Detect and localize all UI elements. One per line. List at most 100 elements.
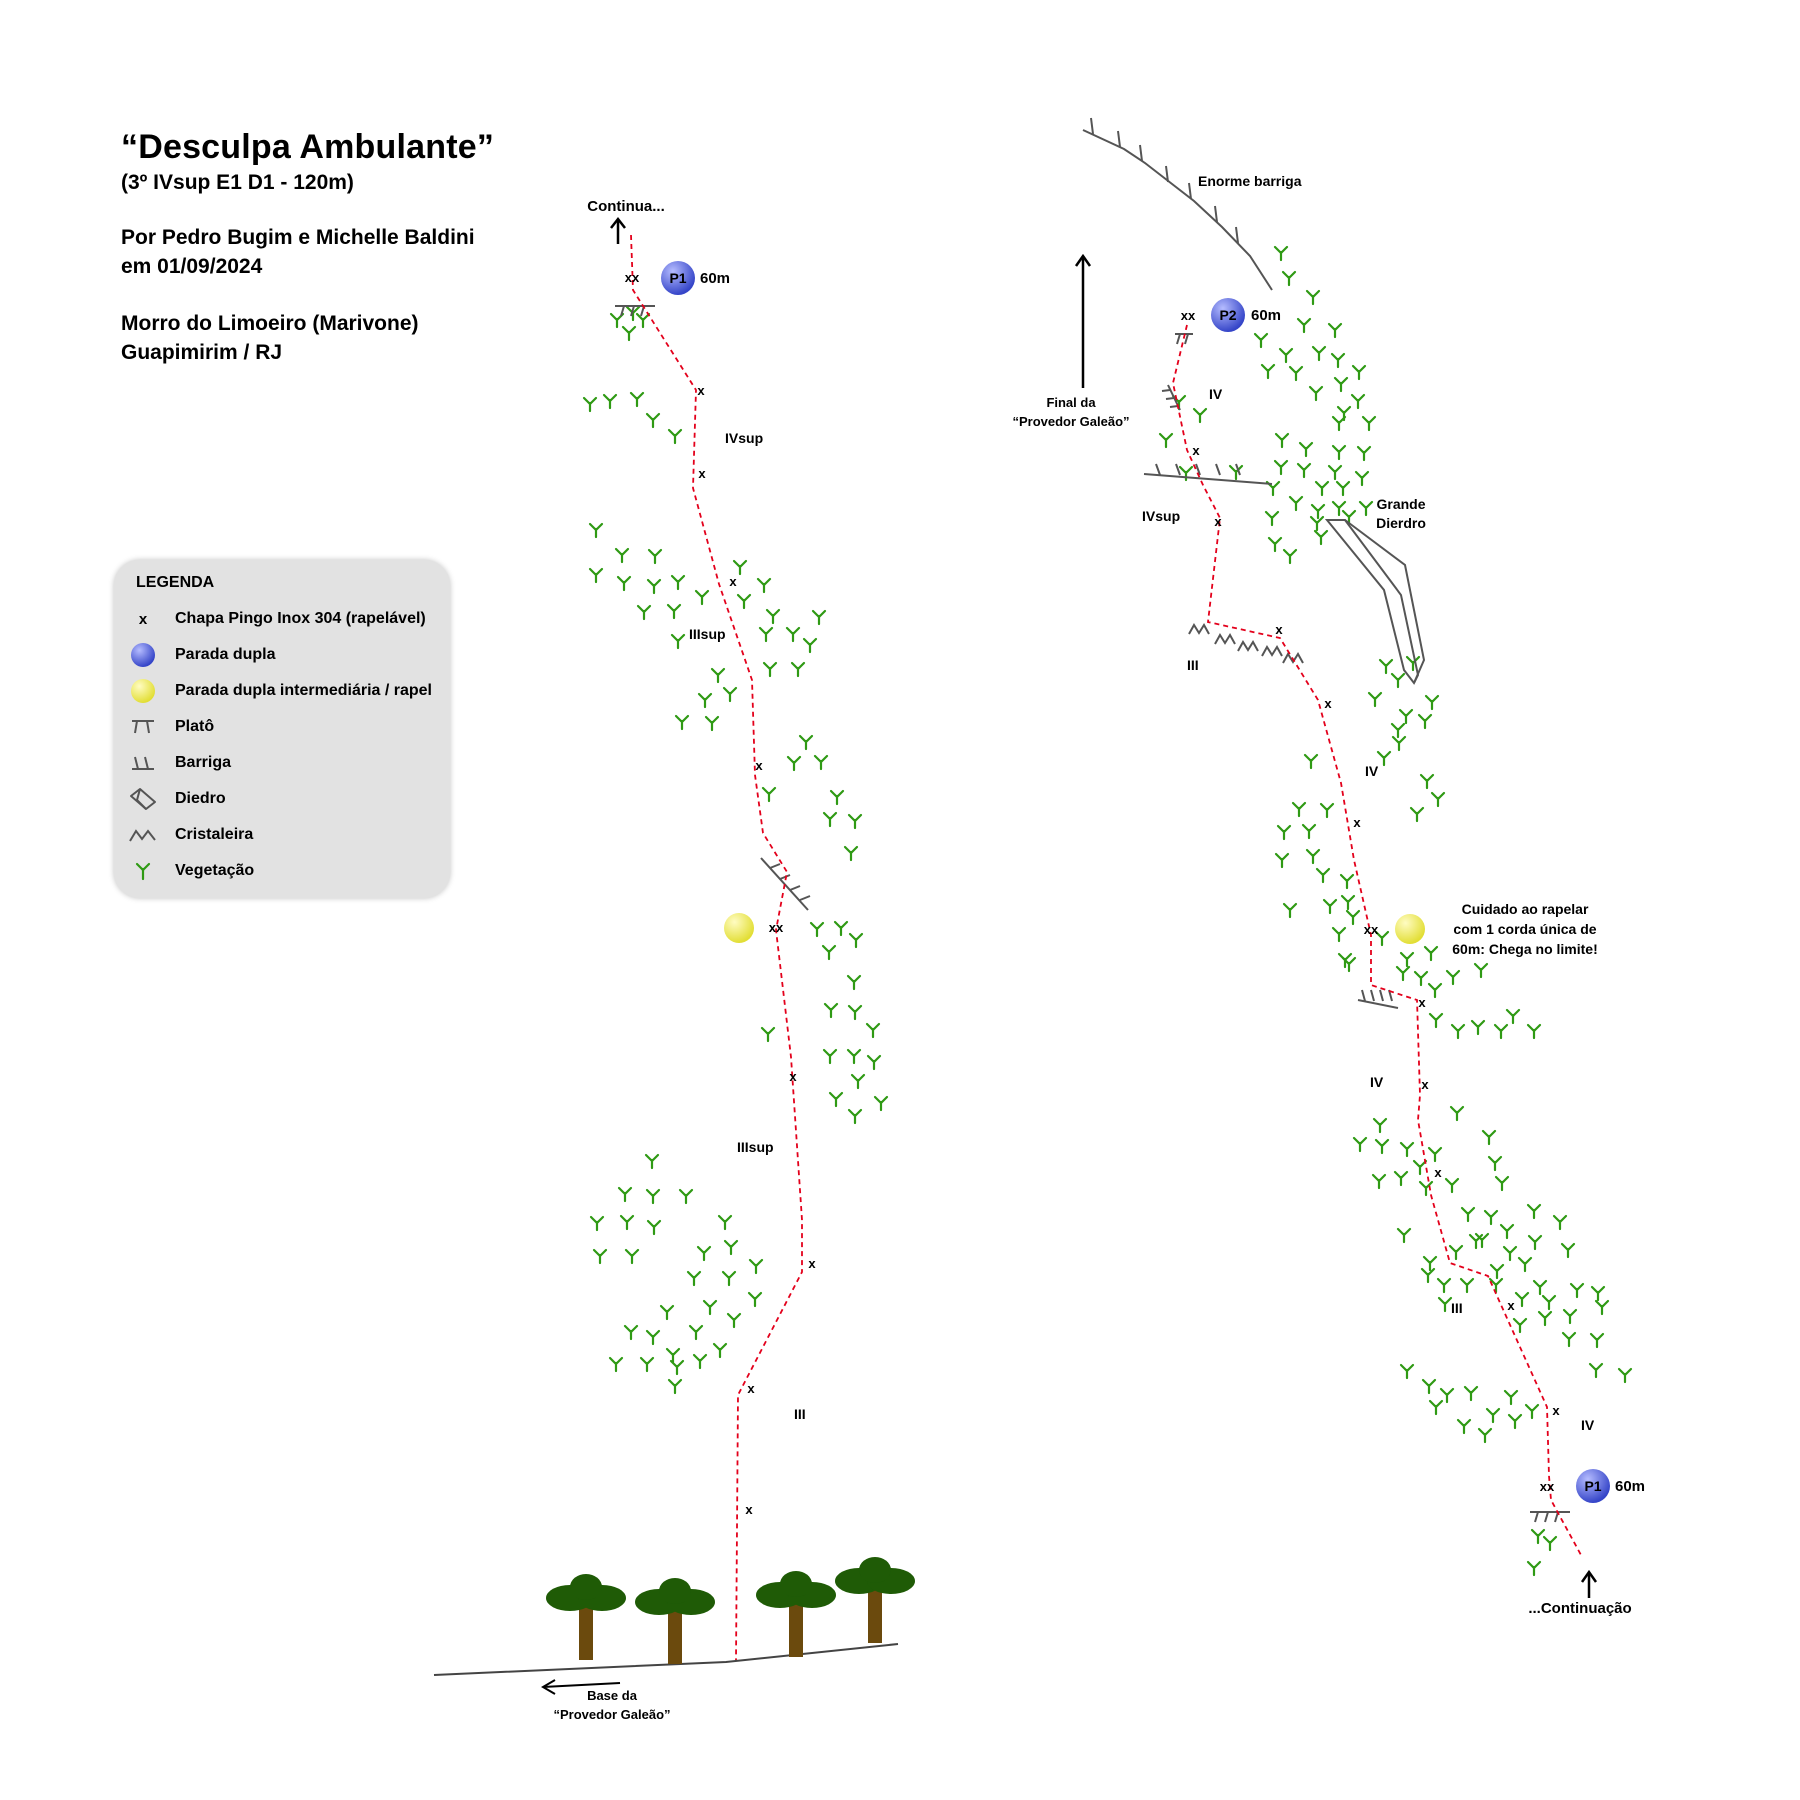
bolt-mark: x	[789, 1069, 797, 1084]
up-arrow-icon	[610, 216, 626, 244]
vegetation-icon	[1296, 317, 1312, 334]
vegetation-icon	[1399, 1141, 1415, 1158]
p1-length-right: 60m	[1615, 1478, 1645, 1495]
vegetation-icon	[1282, 548, 1298, 565]
vegetation-icon	[1463, 1385, 1479, 1402]
vegetation-icon	[623, 1324, 639, 1341]
diedro-icon	[126, 784, 160, 814]
vegetation-icon	[646, 1219, 662, 1236]
vegetation-icon	[811, 609, 827, 626]
belay-station-p1-right: P1	[1576, 1469, 1610, 1503]
bolt-mark: x	[1353, 815, 1361, 830]
diedro-label-line2: Dierdro	[1376, 515, 1426, 531]
vegetation-icon	[1288, 495, 1304, 512]
vegetation-icon	[1418, 1180, 1434, 1197]
vegetation-icon	[732, 559, 748, 576]
vegetation-icon	[747, 1291, 763, 1308]
up-arrow-icon	[1580, 1569, 1598, 1598]
vegetation-icon	[1594, 1299, 1610, 1316]
vegetation-icon	[646, 578, 662, 595]
blue-ball-icon	[126, 640, 160, 670]
vegetation-icon	[1428, 1012, 1444, 1029]
vegetation-icon	[588, 567, 604, 584]
vegetation-icon	[1282, 902, 1298, 919]
vegetation-icon	[1483, 1209, 1499, 1226]
yellow-ball-icon	[126, 676, 160, 706]
barriga-icon	[126, 748, 160, 778]
vegetation-icon	[1281, 270, 1297, 287]
vegetation-icon	[1330, 352, 1346, 369]
vegetation-icon	[697, 692, 713, 709]
vegetation-icon	[1439, 1387, 1455, 1404]
vegetation-icon	[736, 593, 752, 610]
vegetation-icon	[602, 393, 618, 410]
vegetation-icon	[1428, 1399, 1444, 1416]
route-authors: Por Pedro Bugim e Michelle Baldini	[121, 226, 475, 249]
grade-label: IIIsup	[737, 1139, 774, 1155]
vegetation-icon	[1430, 791, 1446, 808]
base-label-line2: “Provedor Galeão”	[553, 1707, 670, 1722]
vegetation-icon	[1493, 1023, 1509, 1040]
vegetation-icon	[726, 1312, 742, 1329]
bolt-mark: x	[1324, 696, 1332, 711]
vegetation-icon	[616, 575, 632, 592]
vegetation-icon	[1541, 1294, 1557, 1311]
vegetation-icon	[1517, 1256, 1533, 1273]
final-label-line1: Final da	[1046, 395, 1096, 410]
vegetation-icon	[1448, 1244, 1464, 1261]
tree-icon	[546, 1574, 626, 1660]
route-city: Guapimirim / RJ	[121, 341, 283, 364]
route-date: em 01/09/2024	[121, 255, 263, 278]
rock-features	[615, 117, 1570, 1523]
route-grade: (3º IVsup E1 D1 - 120m)	[121, 171, 354, 194]
vegetation-icon	[1296, 462, 1312, 479]
continuacao-label: ...Continuação	[1528, 1600, 1631, 1617]
vegetation-icon	[1260, 363, 1276, 380]
vegetation-icon	[1560, 1242, 1576, 1259]
bolt-mark: x	[698, 466, 706, 481]
vegetation-icon	[666, 603, 682, 620]
legend-title: LEGENDA	[136, 574, 215, 591]
vegetation-icon	[1473, 962, 1489, 979]
legend-label: Cristaleira	[175, 826, 254, 843]
barriga-icon	[760, 857, 811, 911]
diedro-icon	[1324, 519, 1420, 685]
vegetation-icon	[843, 845, 859, 862]
bolt-mark: x	[1192, 443, 1200, 458]
legend-item-plato: Platô	[126, 712, 214, 742]
x-mark-icon: x	[126, 604, 160, 634]
vegetation-icon	[1537, 1310, 1553, 1327]
vegetation-icon	[688, 1324, 704, 1341]
vegetation-icon	[1335, 480, 1351, 497]
vegetation-icon	[828, 1091, 844, 1108]
vegetation-icon	[1436, 1277, 1452, 1294]
barriga-icon	[1082, 117, 1273, 291]
vegetation-icon	[712, 1342, 728, 1359]
vegetation-icon	[1423, 945, 1439, 962]
vegetation-icon	[1305, 848, 1321, 865]
vegetation-icon	[647, 548, 663, 565]
vegetation-icon	[1456, 1418, 1472, 1435]
vegetation-icon	[1310, 503, 1326, 520]
vegetation-icon	[1291, 801, 1307, 818]
vegetation-icon	[1339, 873, 1355, 890]
warning-line2: com 1 corda única de	[1453, 921, 1596, 937]
cristaleira-icon	[126, 820, 160, 850]
route-line	[1172, 324, 1582, 1556]
vegetation-icon	[1273, 245, 1289, 262]
legend-label: Diedro	[175, 790, 226, 807]
vegetation-icon	[1303, 753, 1319, 770]
vegetation-icon	[644, 1153, 660, 1170]
up-arrow-icon	[1074, 253, 1092, 388]
vegetation-icon	[756, 577, 772, 594]
vegetation-icon	[1341, 956, 1357, 973]
vegetation-icon	[1350, 393, 1366, 410]
grade-label: IV	[1370, 1074, 1384, 1090]
vegetation-icon	[1345, 909, 1361, 926]
vegetation-icon	[1405, 655, 1421, 672]
vegetation-icon	[802, 637, 818, 654]
vegetation-icon	[1390, 672, 1406, 689]
trees	[546, 1557, 915, 1664]
intermediate-station-left	[724, 913, 754, 943]
vegetation-icon	[1331, 444, 1347, 461]
